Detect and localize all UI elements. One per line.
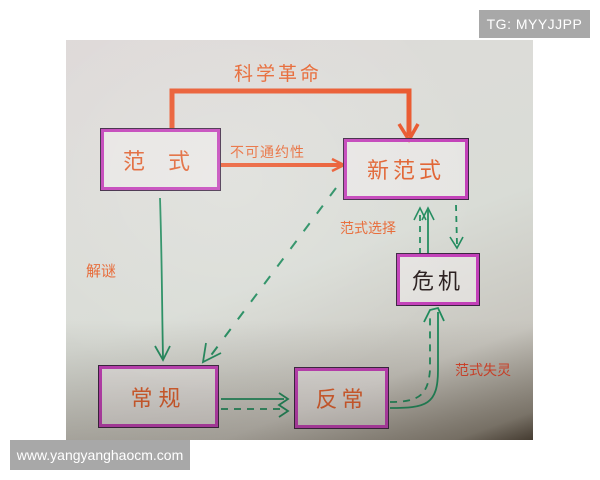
arrow-anomaly-to-crisis [389, 312, 439, 409]
node-paradigm: 范 式 [100, 128, 221, 191]
node-paradigm-label: 范 式 [123, 149, 198, 175]
node-anomaly-label: 反常 [315, 388, 368, 413]
label-paradigm-choice: 范式选择 [340, 221, 396, 237]
arrow-puzzle-solving [159, 197, 164, 359]
arrow-new-paradigm-to-normal [208, 187, 337, 359]
watermark-telegram: TG: MYYJJPP [479, 10, 590, 38]
node-normal: 常规 [98, 365, 219, 428]
diagram-arrows [154, 88, 464, 418]
label-paradigm-failure: 范式失灵 [455, 363, 511, 379]
node-normal-label: 常规 [130, 386, 187, 412]
node-crisis: 危机 [396, 253, 480, 306]
label-scientific-revolution: 科学革命 [234, 63, 323, 85]
node-new-paradigm-label: 新范式 [366, 159, 445, 184]
arrow-new-paradigm-to-crisis [455, 204, 458, 246]
diagram-photo: 范 式 新范式 危机 常规 反常 科学革命 不可通约性 解谜 范式选择 范式失灵 [66, 40, 533, 440]
arrow-scientific-revolution [169, 88, 412, 136]
node-crisis-label: 危机 [411, 269, 464, 295]
node-new-paradigm: 新范式 [343, 138, 469, 200]
label-incommensurability: 不可通约性 [230, 145, 305, 161]
label-puzzle-solving: 解谜 [86, 262, 117, 280]
node-anomaly: 反常 [294, 367, 389, 429]
watermark-url: www.yangyanghaocm.com [10, 440, 190, 470]
